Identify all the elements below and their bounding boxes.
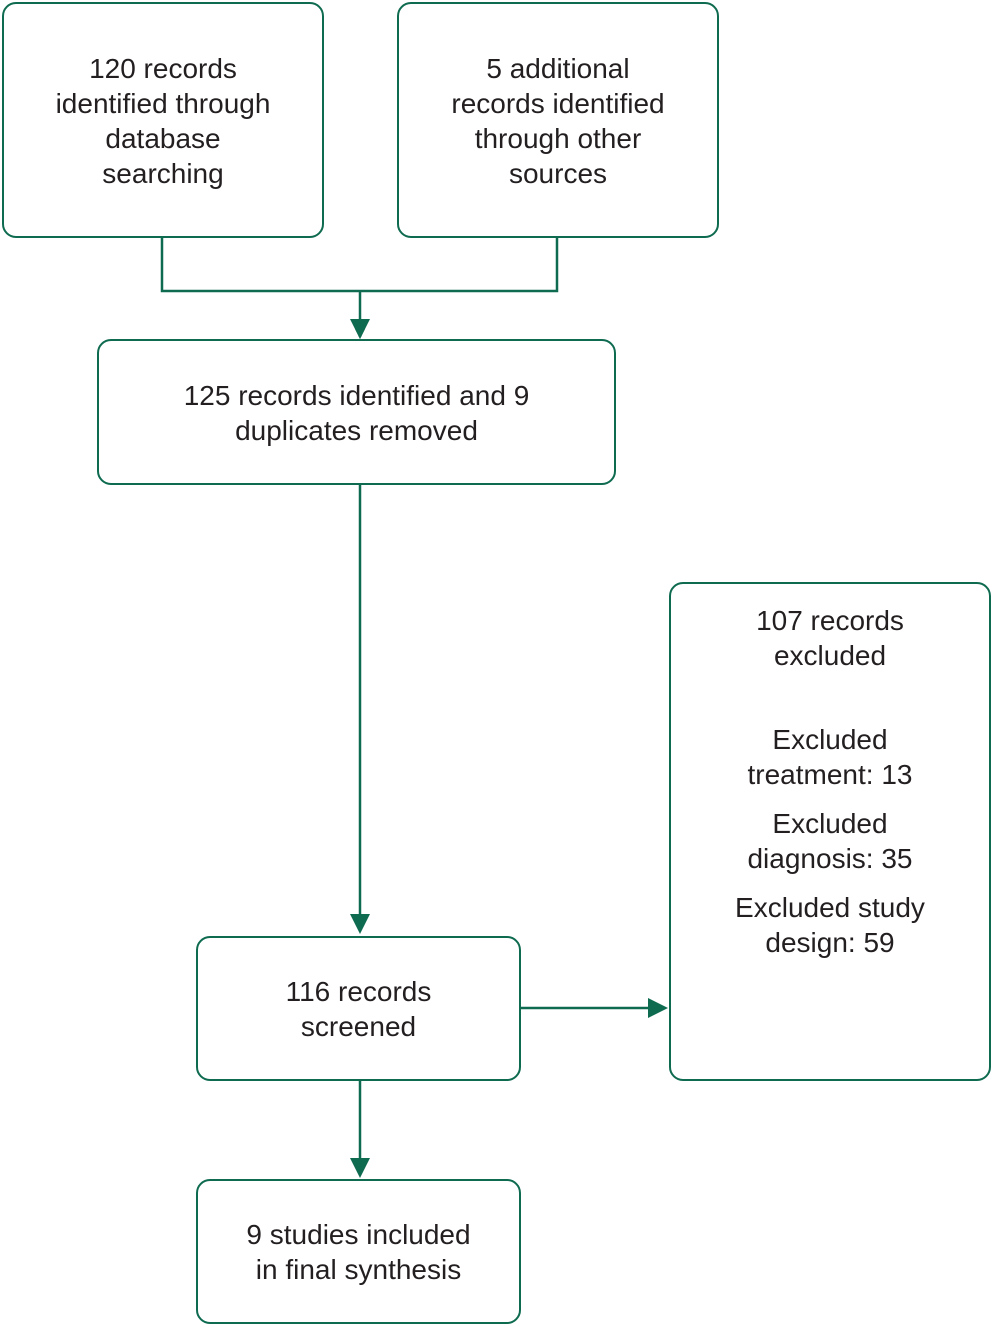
records-screened-box: 116 records screened (196, 936, 521, 1081)
records-screened-line-2: screened (300, 1011, 417, 1042)
other-sources-line-1: 5 additional (486, 53, 630, 84)
studies-included-line-1: 9 studies included (246, 1219, 471, 1250)
arrow-to-included-head (350, 1158, 370, 1178)
excluded-study-design-line-1: Excluded study (735, 892, 925, 923)
excluded-treatment: Excluded treatment: 13 (748, 722, 913, 792)
studies-included-box: 9 studies included in final synthesis (196, 1179, 521, 1324)
records-identified-line-2: duplicates removed (235, 415, 478, 446)
excluded-treatment-line-1: Excluded (772, 724, 888, 755)
database-records-box: 120 records identified through database … (2, 2, 324, 238)
excluded-study-design: Excluded study design: 59 (735, 890, 925, 960)
excluded-total: 107 records excluded (756, 603, 904, 673)
merge-connector (160, 238, 559, 293)
excluded-diagnosis: Excluded diagnosis: 35 (747, 806, 912, 876)
arrow-to-identified-head (350, 319, 370, 339)
database-records-line-2: identified through (55, 88, 271, 119)
other-sources-line-3: through other (474, 123, 642, 154)
records-identified-line-1: 125 records identified and 9 (183, 380, 530, 411)
arrow-to-screened-head (350, 914, 370, 934)
excluded-total-line-1: 107 records (756, 605, 904, 636)
database-records-line-1: 120 records (89, 53, 237, 84)
excluded-diagnosis-line-1: Excluded (772, 808, 888, 839)
excluded-treatment-line-2: treatment: 13 (747, 759, 913, 790)
database-records-line-3: database (105, 123, 221, 154)
studies-included-line-2: in final synthesis (255, 1254, 462, 1285)
other-sources-line-2: records identified (451, 88, 665, 119)
excluded-diagnosis-line-2: diagnosis: 35 (747, 843, 913, 874)
excluded-study-design-line-2: design: 59 (765, 927, 895, 958)
records-identified-box: 125 records identified and 9 duplicates … (97, 339, 616, 485)
database-records-line-4: searching (102, 158, 224, 189)
other-sources-line-4: sources (508, 158, 608, 189)
other-sources-box: 5 additional records identified through … (397, 2, 719, 238)
excluded-total-line-2: excluded (773, 640, 887, 671)
arrow-to-excluded-head (648, 998, 668, 1018)
records-screened-line-1: 116 records (285, 976, 432, 1007)
records-excluded-box: 107 records excluded Excluded treatment:… (669, 582, 991, 1081)
